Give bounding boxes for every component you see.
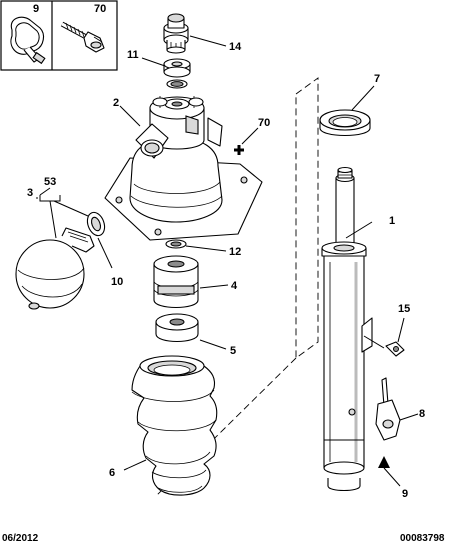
- clip-part: [385, 341, 405, 357]
- leader-15: [397, 317, 405, 343]
- o-ring-part: [165, 239, 187, 249]
- callout-9: 9: [402, 488, 408, 500]
- callout-6: 6: [109, 467, 115, 479]
- sensor-bracket-part: [375, 377, 401, 441]
- callout-5: 5: [230, 345, 236, 357]
- leader-6: [123, 459, 147, 471]
- washer-stack-part: [163, 58, 191, 89]
- callout-4: 4: [231, 280, 238, 292]
- bracket-53: [39, 195, 61, 202]
- leader-14: [189, 35, 227, 47]
- leader-12: [185, 245, 227, 252]
- sphere-accumulator-part: [15, 227, 95, 310]
- seal-ring-part: [86, 211, 106, 237]
- top-nut-part: [163, 13, 189, 54]
- clamp-icon: [10, 16, 46, 65]
- callout-top-box-left: 9: [33, 3, 39, 15]
- leader-8: [399, 413, 419, 421]
- callout-70: 70: [258, 117, 270, 129]
- leader-11: [141, 57, 166, 67]
- leader-4: [199, 284, 229, 289]
- footer-reference: 00083798: [400, 533, 445, 544]
- leader-53: [39, 187, 51, 196]
- leader-9: [383, 467, 401, 487]
- assembly-outline: [295, 77, 319, 359]
- callout-11: 11: [127, 49, 139, 61]
- leader-70: [241, 127, 259, 145]
- leader-5: [199, 339, 227, 350]
- cup-part: [155, 313, 199, 343]
- bump-stop-part: [153, 255, 199, 309]
- leader-1: [345, 221, 373, 239]
- callout-12: 12: [229, 246, 241, 258]
- callout-1: 1: [389, 215, 395, 227]
- bellows-boot-part: [131, 355, 218, 496]
- bearing-ring-part: [319, 109, 371, 136]
- callout-14: 14: [229, 41, 242, 53]
- callout-2: 2: [113, 97, 119, 109]
- footer-date: 06/2012: [2, 533, 39, 544]
- callout-15: 15: [398, 303, 410, 315]
- callout-7: 7: [374, 73, 380, 85]
- leader-2: [119, 105, 141, 127]
- callout-8: 8: [419, 408, 425, 420]
- leader-10: [97, 237, 113, 269]
- callout-53: 53: [44, 176, 56, 188]
- triangle-marker-icon: [378, 456, 390, 468]
- accessory-box: 9 70: [0, 0, 118, 71]
- callout-10: 10: [111, 276, 123, 288]
- leader-7: [351, 85, 375, 111]
- cross-marker-icon: [234, 145, 244, 155]
- callout-top-box-right: 70: [94, 3, 106, 15]
- callout-3: 3: [27, 187, 33, 199]
- screw-icon: [60, 21, 105, 53]
- strut-part: [321, 166, 385, 492]
- upper-mount-part: [104, 96, 263, 241]
